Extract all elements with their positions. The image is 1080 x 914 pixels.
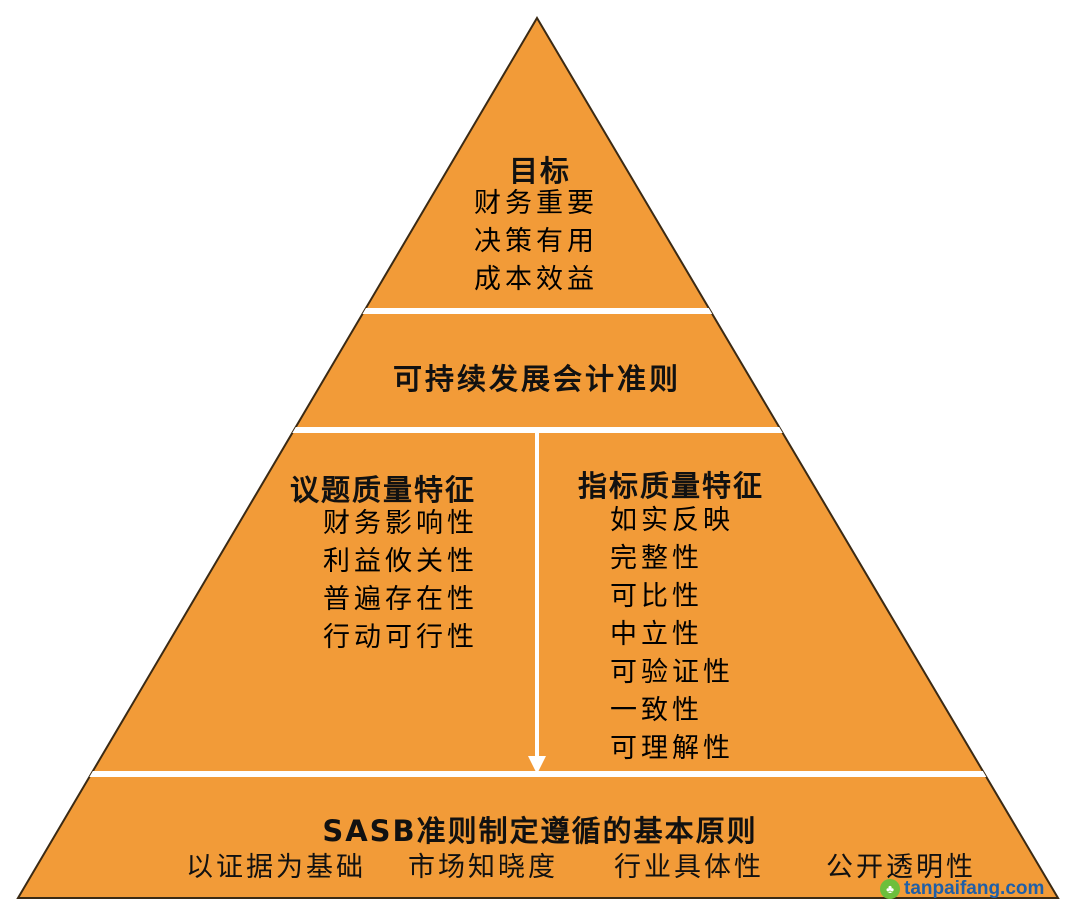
indicator-quality-item: 可验证性 [610, 657, 734, 688]
issue-quality-item: 财务影响性 [323, 508, 478, 539]
goal-title: 目标 [508, 154, 572, 188]
leaf-logo-icon: ♣ [880, 879, 900, 899]
indicator-quality-item: 一致性 [610, 695, 703, 726]
principle-item: 以证据为基础 [186, 852, 366, 883]
goal-item: 财务重要 [474, 188, 598, 219]
watermark: ♣ tanpaifang.com [880, 878, 1044, 900]
goal-item: 决策有用 [474, 226, 598, 257]
indicator-quality-item: 可理解性 [610, 733, 734, 764]
divider-standards-quality [18, 427, 1058, 433]
indicator-quality-item: 完整性 [610, 543, 703, 574]
divider-quality-principles [18, 771, 1058, 777]
indicator-quality-item: 可比性 [610, 581, 703, 612]
goal-item: 成本效益 [474, 264, 598, 295]
divider-goal-standards [18, 308, 1058, 314]
indicator-quality-list: 如实反映 完整性 可比性 中立性 可验证性 一致性 可理解性 [610, 502, 734, 768]
issue-quality-list: 财务影响性 利益攸关性 普遍存在性 行动可行性 [323, 505, 478, 657]
principle-item: 行业具体性 [614, 852, 764, 883]
principle-item: 市场知晓度 [408, 852, 558, 883]
goal-list: 财务重要 决策有用 成本效益 [474, 185, 598, 299]
principles-title: SASB准则制定遵循的基本原则 [322, 814, 758, 848]
arrow-head-icon [528, 756, 546, 774]
indicator-quality-item: 如实反映 [610, 505, 734, 536]
issue-quality-title: 议题质量特征 [290, 473, 477, 507]
watermark-text: tanpaifang.com [904, 878, 1045, 899]
issue-quality-item: 普遍存在性 [323, 584, 478, 615]
standards-title: 可持续发展会计准则 [392, 362, 682, 396]
indicator-quality-title: 指标质量特征 [578, 469, 765, 503]
issue-quality-item: 利益攸关性 [323, 546, 478, 577]
issue-quality-item: 行动可行性 [323, 622, 478, 653]
principle-item: 公开透明性 [826, 852, 976, 883]
indicator-quality-item: 中立性 [610, 619, 703, 650]
